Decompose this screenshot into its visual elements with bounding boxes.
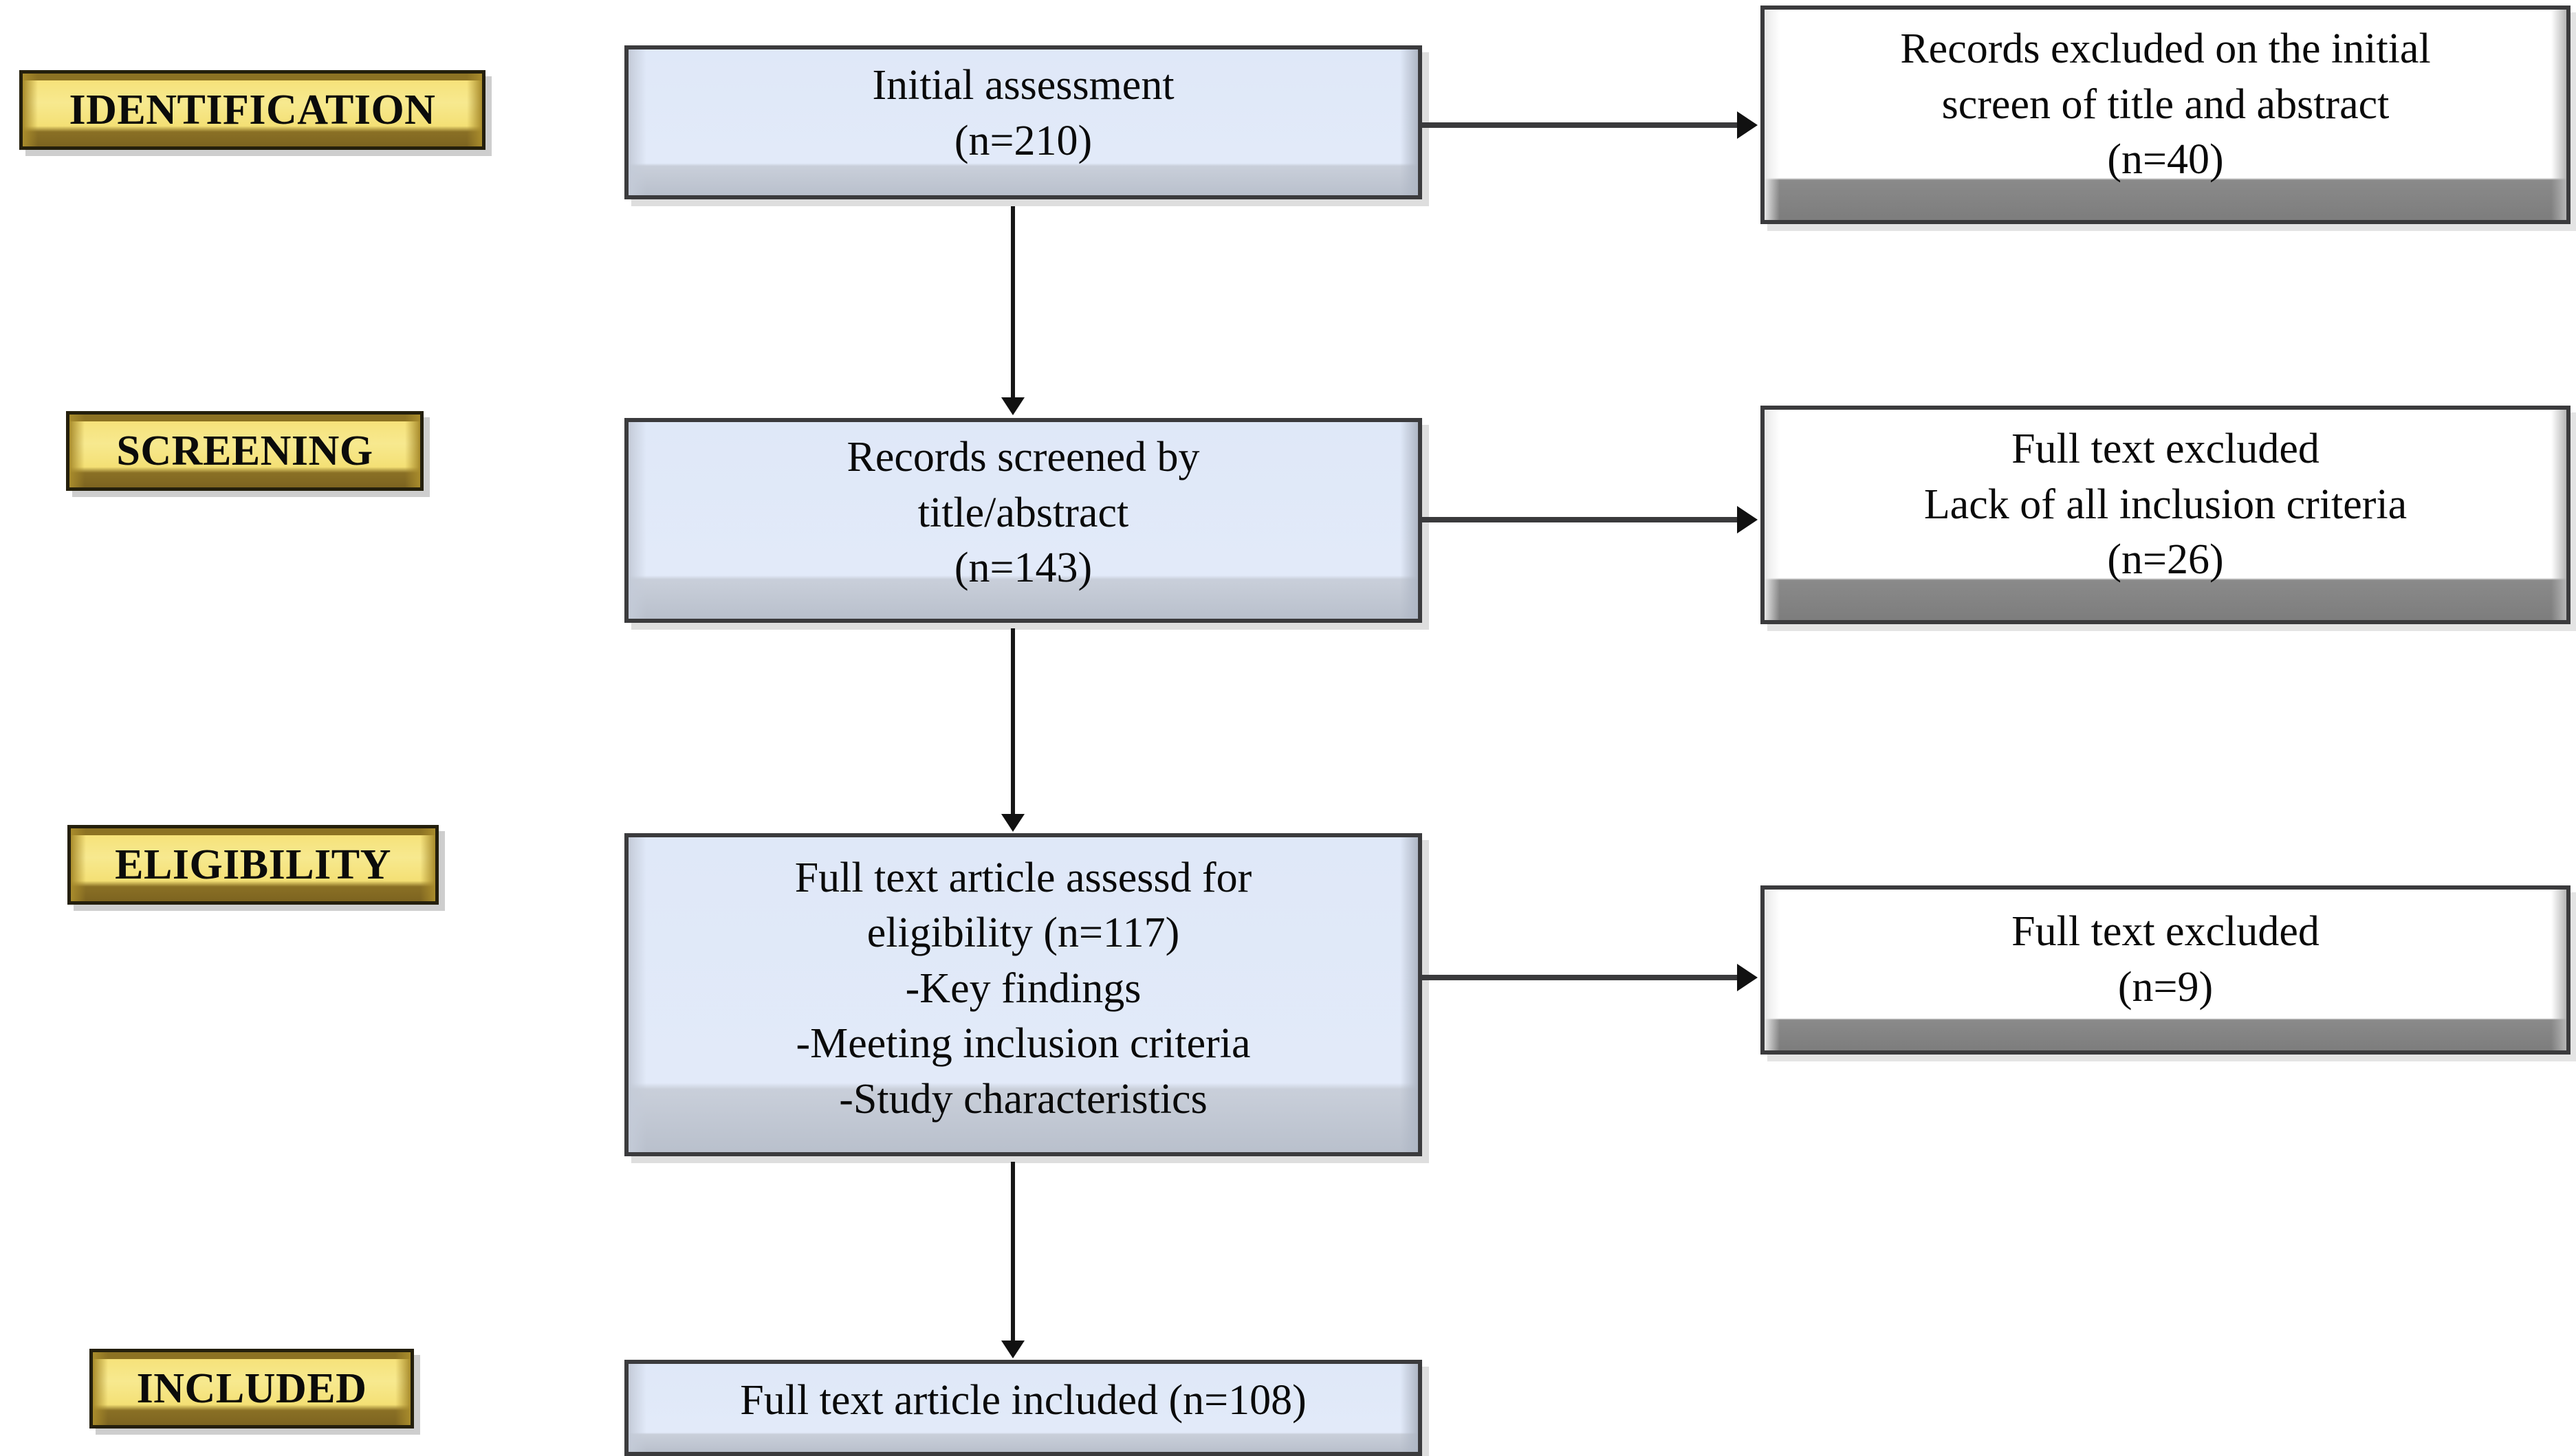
exclusion-box-full-text: Full text excluded (n=9) — [1760, 885, 2570, 1055]
stage-label-screening-text: SCREENING — [116, 428, 373, 474]
arrowhead-icon — [1737, 964, 1758, 991]
process-box-initial-assessment-text: Initial assessment (n=210) — [872, 62, 1175, 164]
stage-label-included: INCLUDED — [89, 1349, 414, 1429]
connector-shaft — [1011, 206, 1015, 400]
stage-label-eligibility: ELIGIBILITY — [67, 825, 439, 905]
connector-shaft — [1422, 122, 1740, 128]
connector-shaft — [1011, 628, 1015, 817]
exclusion-box-initial-screen: Records excluded on the initial screen o… — [1760, 5, 2570, 224]
process-box-full-text-included: Full text article included (n=108) — [624, 1360, 1422, 1456]
stage-label-screening: SCREENING — [66, 411, 424, 491]
connector-shaft — [1011, 1162, 1015, 1343]
exclusion-box-full-text-text: Full text excluded (n=9) — [2011, 908, 2320, 1011]
process-box-full-text-assessed: Full text article assessd for eligibilit… — [624, 833, 1422, 1156]
arrowhead-icon — [1001, 397, 1025, 415]
process-box-records-screened-text: Records screened by title/abstract (n=14… — [847, 434, 1200, 592]
stage-label-eligibility-text: ELIGIBILITY — [115, 841, 391, 888]
connector-shaft — [1422, 517, 1740, 522]
arrowhead-icon — [1001, 1341, 1025, 1358]
exclusion-box-initial-screen-text: Records excluded on the initial screen o… — [1900, 25, 2431, 184]
process-box-records-screened: Records screened by title/abstract (n=14… — [624, 418, 1422, 623]
stage-label-identification-text: IDENTIFICATION — [69, 87, 436, 133]
arrowhead-icon — [1737, 506, 1758, 533]
process-box-full-text-included-text: Full text article included (n=108) — [740, 1376, 1307, 1424]
arrowhead-icon — [1737, 111, 1758, 139]
arrowhead-icon — [1001, 814, 1025, 832]
process-box-full-text-assessed-text: Full text article assessd for eligibilit… — [794, 854, 1252, 1123]
connector-shaft — [1422, 975, 1740, 980]
stage-label-included-text: INCLUDED — [136, 1365, 367, 1412]
exclusion-box-inclusion-criteria: Full text excluded Lack of all inclusion… — [1760, 406, 2570, 624]
exclusion-box-inclusion-criteria-text: Full text excluded Lack of all inclusion… — [1923, 426, 2408, 584]
process-box-initial-assessment: Initial assessment (n=210) — [624, 45, 1422, 199]
stage-label-identification: IDENTIFICATION — [19, 70, 485, 150]
